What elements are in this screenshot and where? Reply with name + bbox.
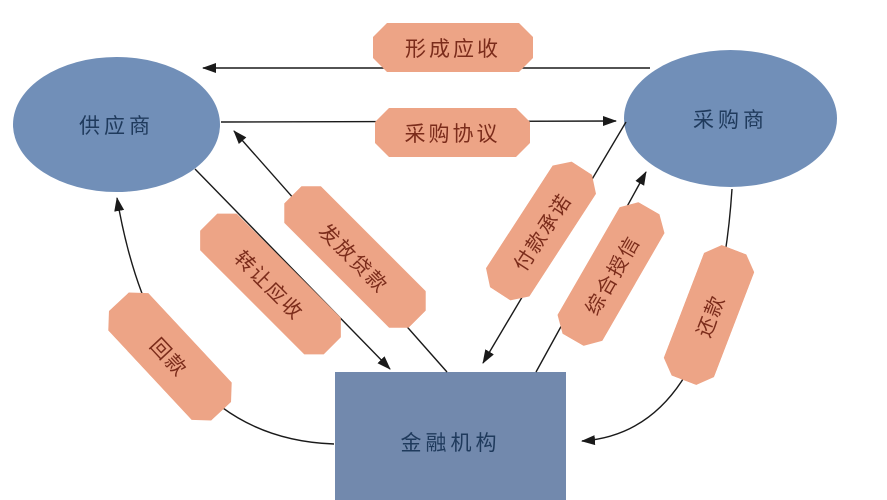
edge-label-comprehensive-credit-text: 综合授信 [579,230,645,319]
edge-label-form-receivable: 形成应收 [373,23,533,72]
node-purchaser: 采购商 [624,50,837,187]
node-supplier-label: 供应商 [79,113,154,138]
node-supplier: 供应商 [13,57,220,192]
node-financial-institution-label: 金融机构 [400,431,501,455]
edge-label-repayment: 还款 [659,240,760,390]
edge-label-form-receivable-text: 形成应收 [405,36,501,61]
node-financial-institution: 金融机构 [335,372,566,500]
edge-label-issue-loan-text: 发放贷款 [314,218,394,298]
node-purchaser-label: 采购商 [693,107,768,132]
edge-label-collect-payment: 回款 [99,283,242,430]
edge-label-collect-payment-text: 回款 [145,333,193,382]
edge-label-transfer-receivable-text: 转让应收 [229,245,310,325]
edge-label-purchase-agreement: 采购协议 [375,108,530,157]
edge-label-payment-commitment-text: 付款承诺 [508,188,577,276]
edge-label-purchase-agreement-text: 采购协议 [404,121,501,146]
edge-label-repayment-text: 还款 [691,290,730,341]
